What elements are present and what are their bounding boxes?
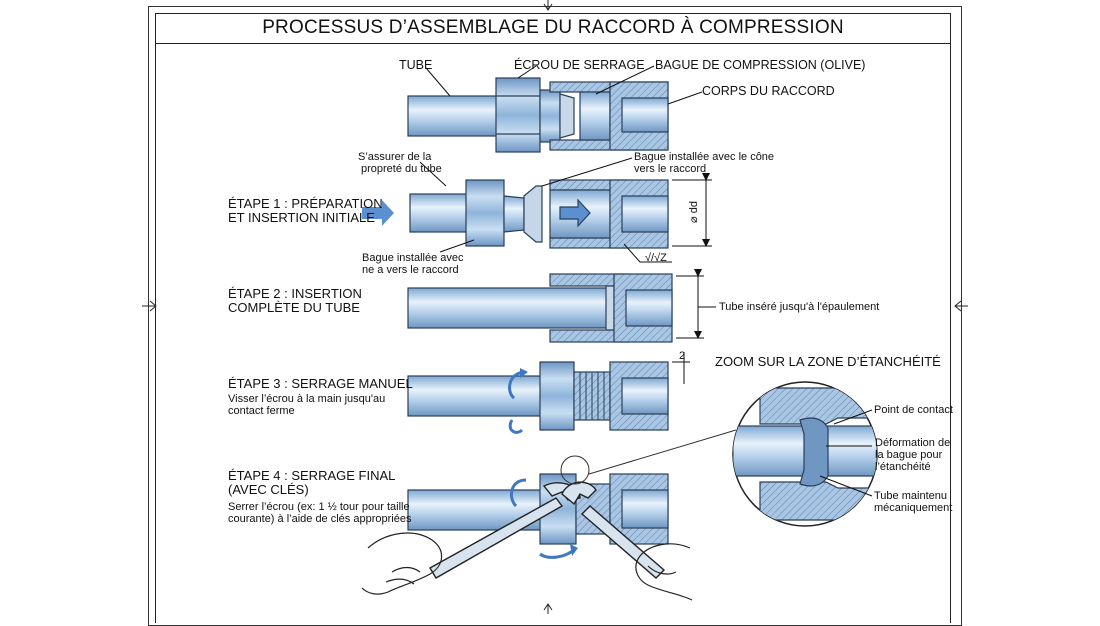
surface-finish-mark: √/√Z: [645, 252, 667, 264]
wrench-right-icon: [561, 481, 666, 579]
zoom-label-held-1: Tube maintenu: [874, 490, 947, 502]
note-ferrule-bottom-1: Bague installée avec: [362, 252, 464, 264]
note-clean-1: S’assurer de la: [358, 151, 432, 163]
centering-marks: [142, 0, 968, 614]
note-ferrule-bottom-2: ne a vers le raccord: [362, 264, 459, 276]
label-body: CORPS DU RACCORD: [702, 84, 835, 98]
step4-title-1: ÉTAPE 4 : SERRAGE FINAL: [228, 468, 396, 483]
dimension-small: 2: [679, 350, 686, 362]
page-title: PROCESSUS D’ASSEMBLAGE DU RACCORD À COMP…: [262, 17, 844, 38]
step4-desc-1: Serrer l’écrou (ex: 1 ½ tour pour taille: [228, 501, 410, 513]
step1-arrow-icon: [362, 200, 394, 226]
title-block: [155, 13, 951, 44]
zoom-title: ZOOM SUR LA ZONE D’ÉTANCHÉITÉ: [715, 354, 941, 369]
note-ferrule-cone-2: vers le raccord: [634, 163, 707, 175]
note-clean-2: propreté du tube: [361, 163, 442, 175]
note-tube-inserted: Tube inséré jusqu'à l'épaulement: [719, 301, 880, 313]
step2-dimension: [676, 269, 716, 339]
dimension-diameter: ⌀ dd: [687, 201, 700, 223]
step1-assembly: [409, 179, 669, 249]
hand-left-icon: [361, 532, 443, 595]
step1-title-2: ET INSERTION INITIALE: [228, 210, 375, 225]
step4-rotation-icon: [509, 478, 578, 559]
step1-dimension: [419, 157, 712, 263]
step3-dimension: [672, 352, 690, 384]
drawing-frame: [155, 43, 951, 623]
step3-rotation-icon: [508, 368, 528, 434]
step3-assembly: [407, 361, 669, 431]
step3-title-1: ÉTAPE 3 : SERRAGE MANUEL: [228, 376, 413, 391]
step3-desc-2: contact ferme: [228, 405, 295, 417]
zoom-connector: [588, 429, 737, 475]
step1-title-1: ÉTAPE 1 : PRÉPARATION: [228, 196, 383, 211]
step2-assembly: [407, 273, 673, 343]
label-tube: TUBE: [399, 58, 433, 72]
note-ferrule-cone-1: Bague installée avec le cône: [634, 151, 775, 163]
zoom-source-circle: [560, 455, 590, 485]
step2-title-2: COMPLÈTE DU TUBE: [228, 300, 360, 315]
hand-right-icon: [635, 543, 693, 601]
zoom-detail: [732, 381, 878, 527]
step3-desc-1: Visser l’écrou à la main jusqu'au: [228, 393, 386, 405]
label-nut: ÉCROU DE SERRAGE: [514, 58, 645, 72]
zoom-label-deform-2: la bague pour: [875, 449, 943, 461]
zoom-label-deform-3: l’étanchéité: [875, 461, 931, 473]
top-assembly: [407, 77, 669, 153]
step4-desc-2: courante) à l’aide de clés appropriées: [228, 513, 412, 525]
zoom-label-contact: Point de contact: [874, 404, 953, 416]
label-ferrule: BAGUE DE COMPRESSION (OLIVE): [655, 58, 866, 72]
zoom-label-held-2: mécaniquement: [874, 502, 953, 514]
top-leaders: [425, 65, 703, 105]
step4-title-2: (AVEC CLÉS): [228, 482, 309, 497]
step2-title-1: ÉTAPE 2 : INSERTION: [228, 286, 362, 301]
zoom-label-deform-1: Déformation de: [875, 437, 951, 449]
